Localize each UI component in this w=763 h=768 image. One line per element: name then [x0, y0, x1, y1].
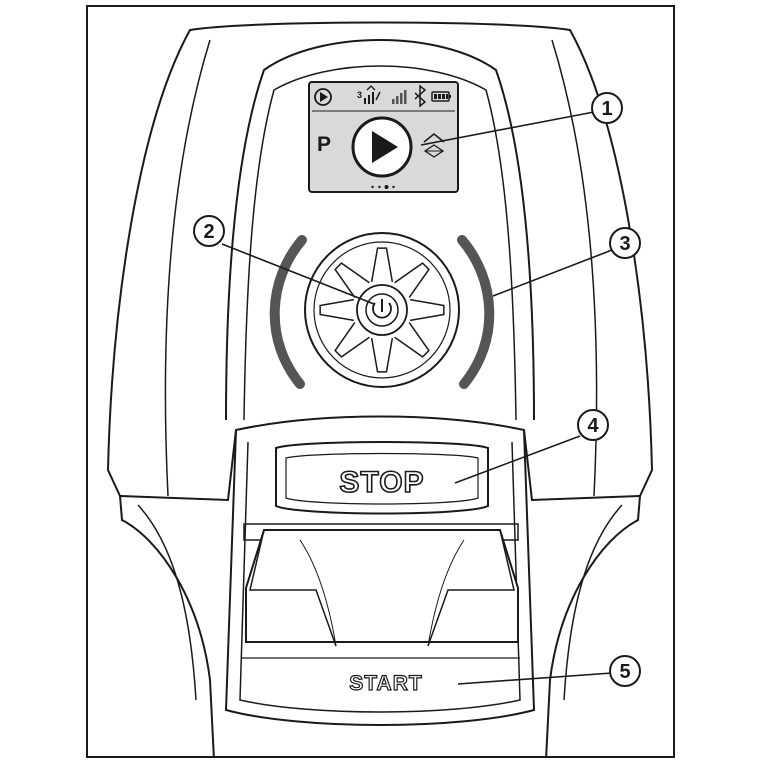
play-icon [353, 118, 411, 176]
start-button[interactable] [242, 524, 520, 658]
display-mode-letter: P [317, 133, 331, 156]
gps-signal-count: 3 [357, 90, 362, 100]
callout-number: 1 [601, 98, 612, 120]
callout-2: 2 [194, 216, 224, 246]
page-dot [385, 185, 389, 189]
start-flap-body [246, 530, 518, 642]
callout-number: 2 [203, 221, 214, 243]
callout-1: 1 [592, 93, 622, 123]
callout-5: 5 [610, 656, 640, 686]
start-button-label: START [349, 672, 422, 695]
callout-number: 3 [619, 233, 630, 255]
stop-button[interactable]: STOP [276, 442, 488, 514]
page-dot [378, 186, 380, 188]
callout-number: 5 [619, 661, 630, 683]
page-dot [371, 186, 373, 188]
stop-button-label: STOP [339, 466, 424, 499]
page-dot [392, 186, 394, 188]
callout-4: 4 [578, 410, 608, 440]
callout-3: 3 [610, 228, 640, 258]
callout-number: 4 [587, 415, 599, 437]
